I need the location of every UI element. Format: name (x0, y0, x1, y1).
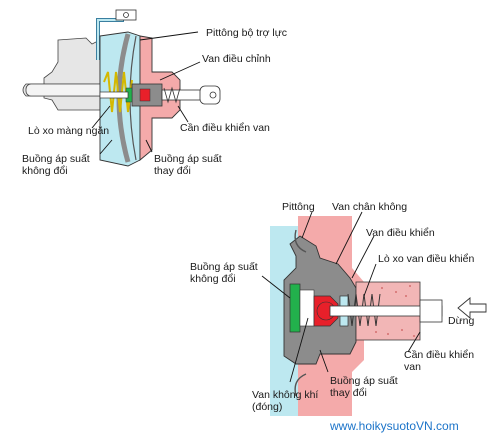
label-variable-chamber-bottom-line1: Buồng áp suất (330, 375, 398, 387)
housing-texture (375, 285, 415, 337)
stop-arrow-icon (457, 297, 487, 319)
label-variable-chamber-line1: Buồng áp suất (154, 153, 222, 165)
label-valve-operating-rod-bottom-line1: Cần điều khiển (404, 349, 474, 361)
label-diaphragm-spring: Lò xo màng ngăn (28, 125, 109, 137)
master-cylinder (22, 37, 101, 111)
label-variable-chamber-bottom-line2: thay đổi (330, 387, 367, 399)
label-air-valve-line1: Van không khí (252, 389, 318, 401)
label-control-valve: Van điều chỉnh (202, 53, 271, 65)
label-variable-chamber-line2: thay đổi (154, 165, 191, 177)
label-constant-chamber-line1: Buồng áp suất (22, 153, 90, 165)
label-control-valve-spring: Lò xo van điều khiển (378, 253, 474, 265)
top-booster-diagram: Pittông bộ trợ lực Van điều chỉnh Cần đi… (22, 9, 287, 177)
label-booster-piston: Pittông bộ trợ lực (206, 27, 287, 39)
label-piston: Pittông (282, 201, 315, 213)
label-constant-chamber-bottom-line2: không đổi (190, 273, 236, 285)
label-air-valve-line2: (đóng) (252, 401, 282, 413)
label-valve-operating-rod-bottom-line2: van (404, 361, 421, 373)
label-control-valve-bottom: Van điều khiển (366, 227, 435, 239)
control-valve-spring-icon (163, 86, 181, 104)
label-valve-operating-rod: Cần điều khiển van (180, 122, 270, 134)
check-valve-icon (115, 9, 137, 21)
air-valve-red (139, 88, 151, 102)
label-stop: Dừng (448, 315, 474, 327)
bottom-valve-detail-diagram: Pittông Van chân không Van điều khiển Lò… (190, 201, 487, 416)
label-vacuum-valve: Van chân không (332, 201, 407, 213)
master-cylinder-rod (25, 83, 107, 97)
label-constant-chamber-bottom-line1: Buồng áp suất (190, 261, 258, 273)
label-constant-chamber-line2: không đổi (22, 165, 68, 177)
push-rod (99, 91, 129, 99)
watermark: www.hoikysuotoVN.com (329, 419, 459, 433)
bottom-reaction-disc (289, 283, 301, 333)
